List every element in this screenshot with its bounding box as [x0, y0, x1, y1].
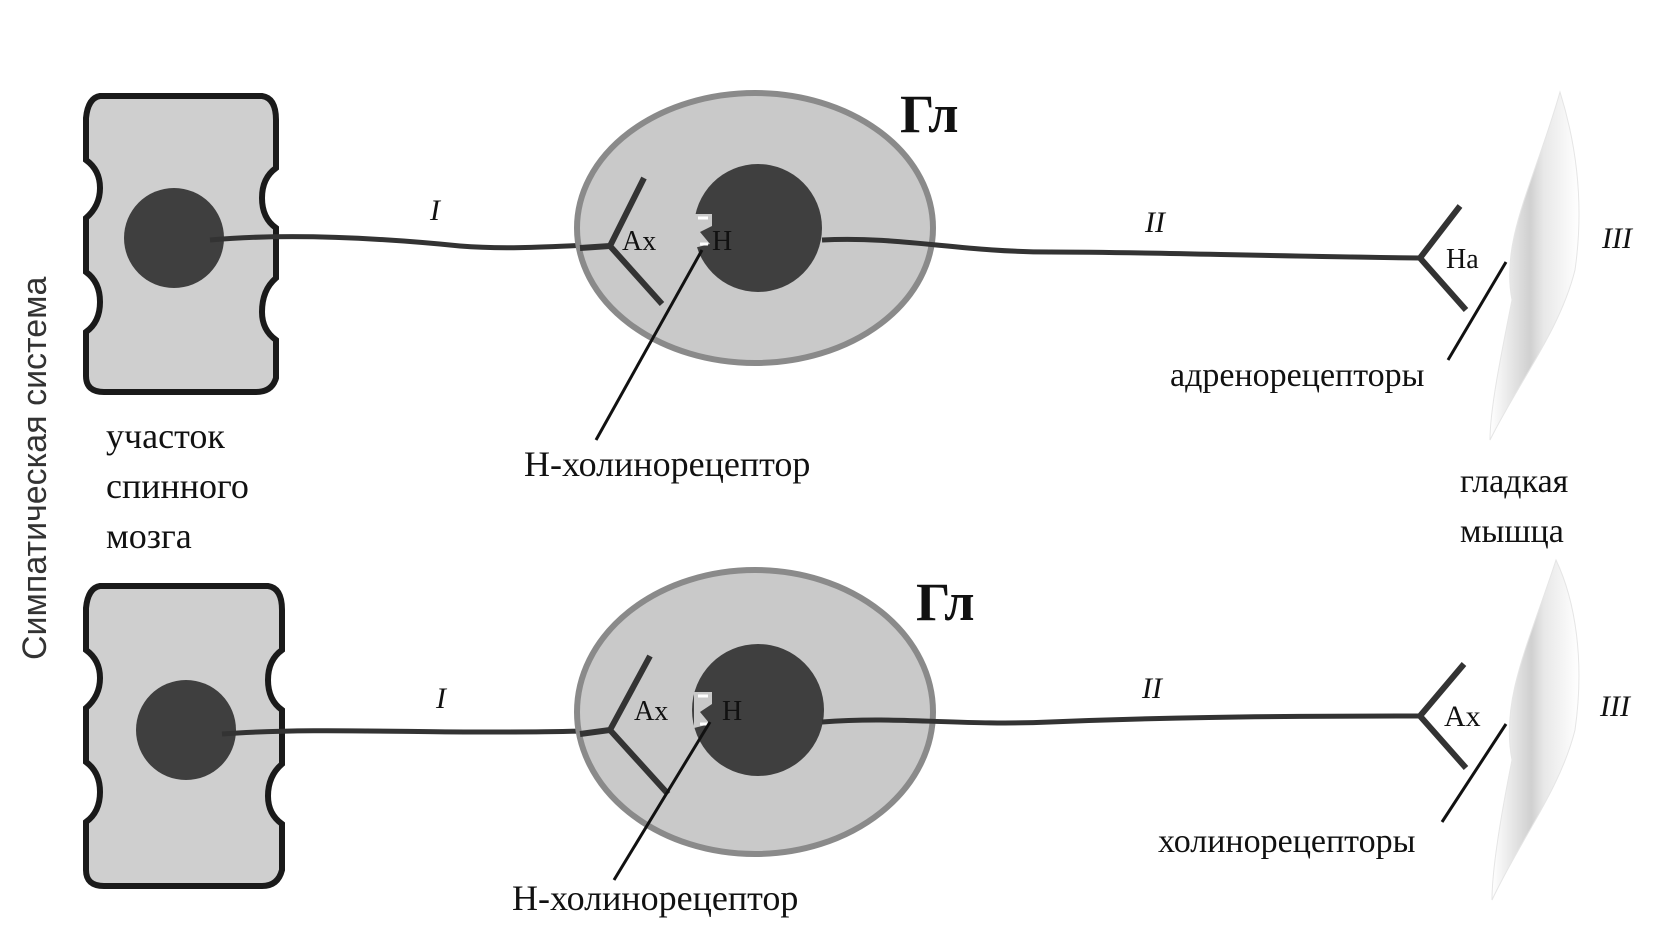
bottom-synapse-fork-1 [579, 654, 671, 797]
top-fiber-label-2: II [1144, 206, 1167, 239]
top-smooth-muscle [1489, 90, 1580, 441]
top-label-ax: Ах [622, 226, 656, 257]
top-leader-adrenoreceptor [1446, 261, 1508, 361]
top-n-receptor-notch [694, 214, 712, 248]
side-label-sympathetic-system: Симпатическая система [16, 276, 54, 660]
top-fiber-label-3: III [1601, 222, 1634, 255]
top-ganglion-nucleus [694, 164, 822, 292]
muscle-caption-line-2: мышца [1460, 513, 1564, 550]
bottom-notch-highlight [698, 694, 708, 726]
bottom-label-n: Н [722, 696, 742, 727]
top-n-receptor-caption: Н-холинорецептор [524, 444, 810, 484]
top-synapse-fork-2 [1417, 204, 1469, 312]
muscle-caption-line-1: гладкая [1460, 463, 1569, 500]
bottom-cholinoreceptor-caption: холинорецепторы [1158, 823, 1416, 860]
bottom-smooth-muscle [1491, 558, 1580, 901]
bottom-fiber-label-2: II [1141, 672, 1164, 705]
muscle-caption: гладкая мышца [1460, 463, 1569, 550]
bottom-synapse-fork-2 [1417, 662, 1469, 770]
spinal-cord-caption: участок спинного мозга [106, 416, 249, 556]
top-notch-highlight [698, 216, 708, 246]
top-synapse-fork-1 [579, 176, 665, 307]
bottom-n-receptor-notch [694, 692, 712, 728]
bottom-spinal-nucleus [136, 680, 236, 780]
top-fiber-2 [821, 236, 1421, 261]
top-label-na: На [1446, 244, 1479, 275]
spinal-caption-line-2: спинного [106, 466, 249, 506]
top-spinal-nucleus [124, 188, 224, 288]
bottom-fiber-label-1: I [435, 682, 448, 715]
top-label-n: Н [712, 226, 732, 257]
top-ganglion-label: Гл [900, 84, 959, 144]
bottom-pathway: Ах Н Гл Ах I II III Н-холинорецептор хол… [83, 558, 1632, 918]
bottom-fiber-2 [821, 713, 1421, 726]
bottom-label-ax: Ах [634, 696, 668, 727]
top-fiber-1 [209, 234, 611, 251]
bottom-leader-n-receptor [612, 721, 712, 881]
bottom-leader-cholinoreceptor [1440, 723, 1508, 823]
bottom-label-ax-2: Ах [1444, 700, 1481, 733]
spinal-caption-line-1: участок [106, 416, 225, 456]
bottom-ganglion-label: Гл [916, 572, 975, 632]
bottom-n-receptor-caption: Н-холинорецептор [512, 878, 798, 918]
top-leader-n-receptor [594, 249, 704, 441]
bottom-ganglion-nucleus [692, 644, 824, 776]
top-pathway: Ах Н Гл На I II III Н-холинорецептор адр… [83, 84, 1634, 484]
top-fiber-label-1: I [429, 194, 442, 227]
bottom-fiber-1 [221, 727, 611, 737]
bottom-fiber-label-3: III [1599, 690, 1632, 723]
top-adrenoreceptor-caption: адренорецепторы [1170, 357, 1425, 394]
spinal-caption-line-3: мозга [106, 516, 192, 556]
